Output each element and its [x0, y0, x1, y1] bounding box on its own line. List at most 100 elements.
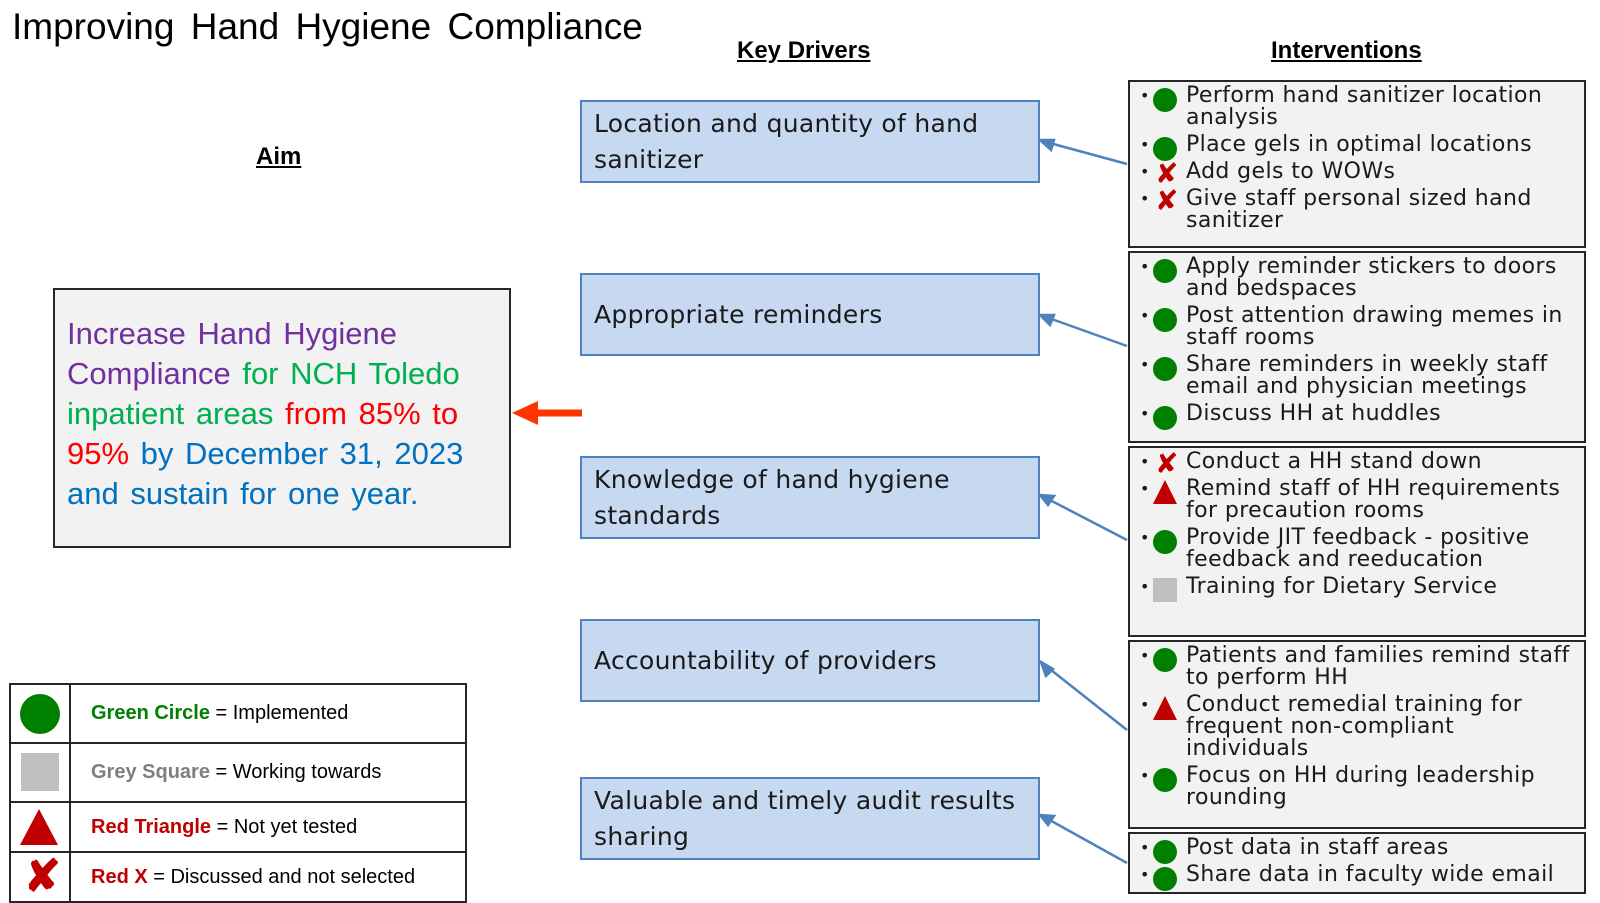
red-triangle-icon	[1153, 696, 1177, 720]
intervention-item: •Post attention drawing memes in staff r…	[1140, 303, 1563, 350]
interventions-box-3: •✘Conduct a HH stand down •Remind staff …	[1128, 446, 1586, 637]
interventions-box-5: •Post data in staff areas •Share data in…	[1128, 832, 1586, 894]
intervention-item: •✘Add gels to WOWs	[1140, 157, 1396, 190]
green-circle-icon	[1153, 357, 1177, 381]
intervention-item: •Post data in staff areas	[1140, 837, 1576, 864]
aim-statement-box: Increase Hand Hygiene Compliance for NCH…	[53, 288, 511, 548]
driver-label: Accountability of providers	[594, 645, 937, 675]
red-triangle-icon	[1153, 480, 1177, 504]
driver-box-4: Accountability of providers	[580, 619, 1040, 702]
green-circle-icon	[1153, 530, 1177, 554]
grey-square-icon	[21, 753, 59, 791]
driver-box-3: Knowledge of hand hygiene standards	[580, 456, 1040, 539]
connector-line-3	[1045, 496, 1128, 542]
legend-meaning: = Not yet tested	[216, 815, 358, 838]
red-triangle-icon	[20, 809, 58, 845]
interventions-header: Interventions	[1271, 37, 1422, 64]
legend-row: Grey Square = Working towards	[9, 742, 467, 803]
status-icon: ✘	[1152, 450, 1178, 478]
status-icon	[1152, 694, 1178, 720]
intervention-item: •Apply reminder stickers to doors and be…	[1140, 254, 1557, 301]
intervention-item: •Conduct remedial training for frequent …	[1140, 692, 1523, 761]
page-title: Improving Hand Hygiene Compliance	[12, 6, 643, 47]
driver-box-2: Appropriate reminders	[580, 273, 1040, 356]
driver-box-1: Location and quantity of hand sanitizer	[580, 100, 1040, 183]
legend-meaning: = Discussed and not selected	[153, 865, 416, 888]
aim-text-part2: for NCH Toledo inpatient areas	[67, 356, 460, 431]
aim-text-part3: from 85% to 95%	[67, 396, 459, 471]
intervention-item: •Share data in faculty wide email	[1140, 864, 1576, 891]
driver-label: Knowledge of hand hygiene standards	[594, 464, 950, 530]
green-circle-icon	[1153, 406, 1177, 430]
connector-arrowhead-3	[1037, 493, 1057, 508]
status-icon	[1152, 576, 1178, 602]
intervention-item: •Provide JIT feedback - positive feedbac…	[1140, 525, 1530, 572]
status-icon	[1152, 354, 1178, 381]
interventions-box-4: •Patients and families remind staff to p…	[1128, 640, 1586, 829]
connector-arrowhead-2	[1036, 313, 1056, 328]
legend-symbol-name: Grey Square	[91, 761, 210, 783]
green-circle-icon	[1153, 648, 1177, 672]
green-circle-icon	[1153, 308, 1177, 332]
status-icon: ✘	[1152, 160, 1178, 188]
green-circle-icon	[1153, 867, 1177, 891]
status-icon: ✘	[1152, 187, 1178, 215]
connector-arrowhead-1	[1036, 138, 1056, 153]
aim-text-part1: Increase Hand Hygiene Compliance	[67, 316, 397, 391]
intervention-item: •✘Conduct a HH stand down	[1140, 447, 1482, 480]
connector-arrowhead-5	[1037, 813, 1057, 828]
intervention-item: •Share reminders in weekly staff email a…	[1140, 352, 1548, 399]
legend-symbol-name: Red X	[91, 865, 148, 888]
status-icon	[1152, 403, 1178, 430]
key-drivers-header: Key Drivers	[737, 37, 871, 64]
connector-arrowhead-4	[1038, 659, 1056, 679]
green-circle-icon	[1153, 768, 1177, 792]
connector-line-2	[1045, 315, 1128, 348]
status-icon	[1152, 645, 1178, 672]
connector-line-5	[1045, 816, 1128, 865]
aim-header: Aim	[256, 143, 302, 170]
status-icon	[1152, 305, 1178, 332]
legend-symbol-name: Green Circle	[91, 702, 210, 724]
green-circle-icon	[20, 694, 60, 734]
status-icon	[1152, 864, 1178, 891]
status-icon	[1152, 85, 1178, 112]
green-circle-icon	[1153, 88, 1177, 112]
driver-box-5: Valuable and timely audit results sharin…	[580, 777, 1040, 860]
status-icon	[1152, 478, 1178, 504]
status-icon	[1152, 837, 1178, 864]
intervention-item: •Focus on HH during leadership rounding	[1140, 763, 1536, 810]
green-circle-icon	[1153, 137, 1177, 161]
intervention-item: •Place gels in optimal locations	[1140, 134, 1576, 161]
red-x-icon: ✘	[1155, 447, 1179, 480]
driver-label: Location and quantity of hand sanitizer	[594, 108, 979, 174]
legend-row: ✘ Red X = Discussed and not selected	[9, 851, 467, 903]
connector-line-1	[1045, 140, 1128, 166]
interventions-box-1: •Perform hand sanitizer location analysi…	[1128, 80, 1586, 248]
aim-text-part4: by December 31, 2023 and sustain for one…	[67, 436, 464, 511]
connector-line-4	[1045, 665, 1128, 731]
intervention-item: •Perform hand sanitizer location analysi…	[1140, 83, 1543, 130]
legend-meaning: = Working towards	[215, 761, 382, 783]
legend-row: Green Circle = Implemented	[9, 683, 467, 744]
status-icon	[1152, 765, 1178, 792]
green-circle-icon	[1153, 840, 1177, 864]
red-x-icon: ✘	[1155, 157, 1179, 190]
intervention-item: •Patients and families remind staff to p…	[1140, 643, 1570, 690]
driver-label: Valuable and timely audit results sharin…	[594, 785, 1016, 851]
interventions-box-2: •Apply reminder stickers to doors and be…	[1128, 251, 1586, 443]
grey-square-icon	[1153, 578, 1177, 602]
legend-table: Green Circle = Implemented Grey Square =…	[9, 683, 467, 903]
legend-meaning: = Implemented	[215, 702, 349, 724]
intervention-item: •Discuss HH at huddles	[1140, 403, 1576, 430]
red-x-icon: ✘	[24, 852, 61, 901]
status-icon	[1152, 527, 1178, 554]
red-x-icon: ✘	[1155, 184, 1179, 217]
driver-label: Appropriate reminders	[594, 299, 883, 329]
legend-row: Red Triangle = Not yet tested	[9, 801, 467, 853]
legend-symbol-name: Red Triangle	[91, 815, 212, 838]
status-icon	[1152, 134, 1178, 161]
status-icon	[1152, 256, 1178, 283]
intervention-item: •✘Give staff personal sized hand sanitiz…	[1140, 184, 1532, 233]
